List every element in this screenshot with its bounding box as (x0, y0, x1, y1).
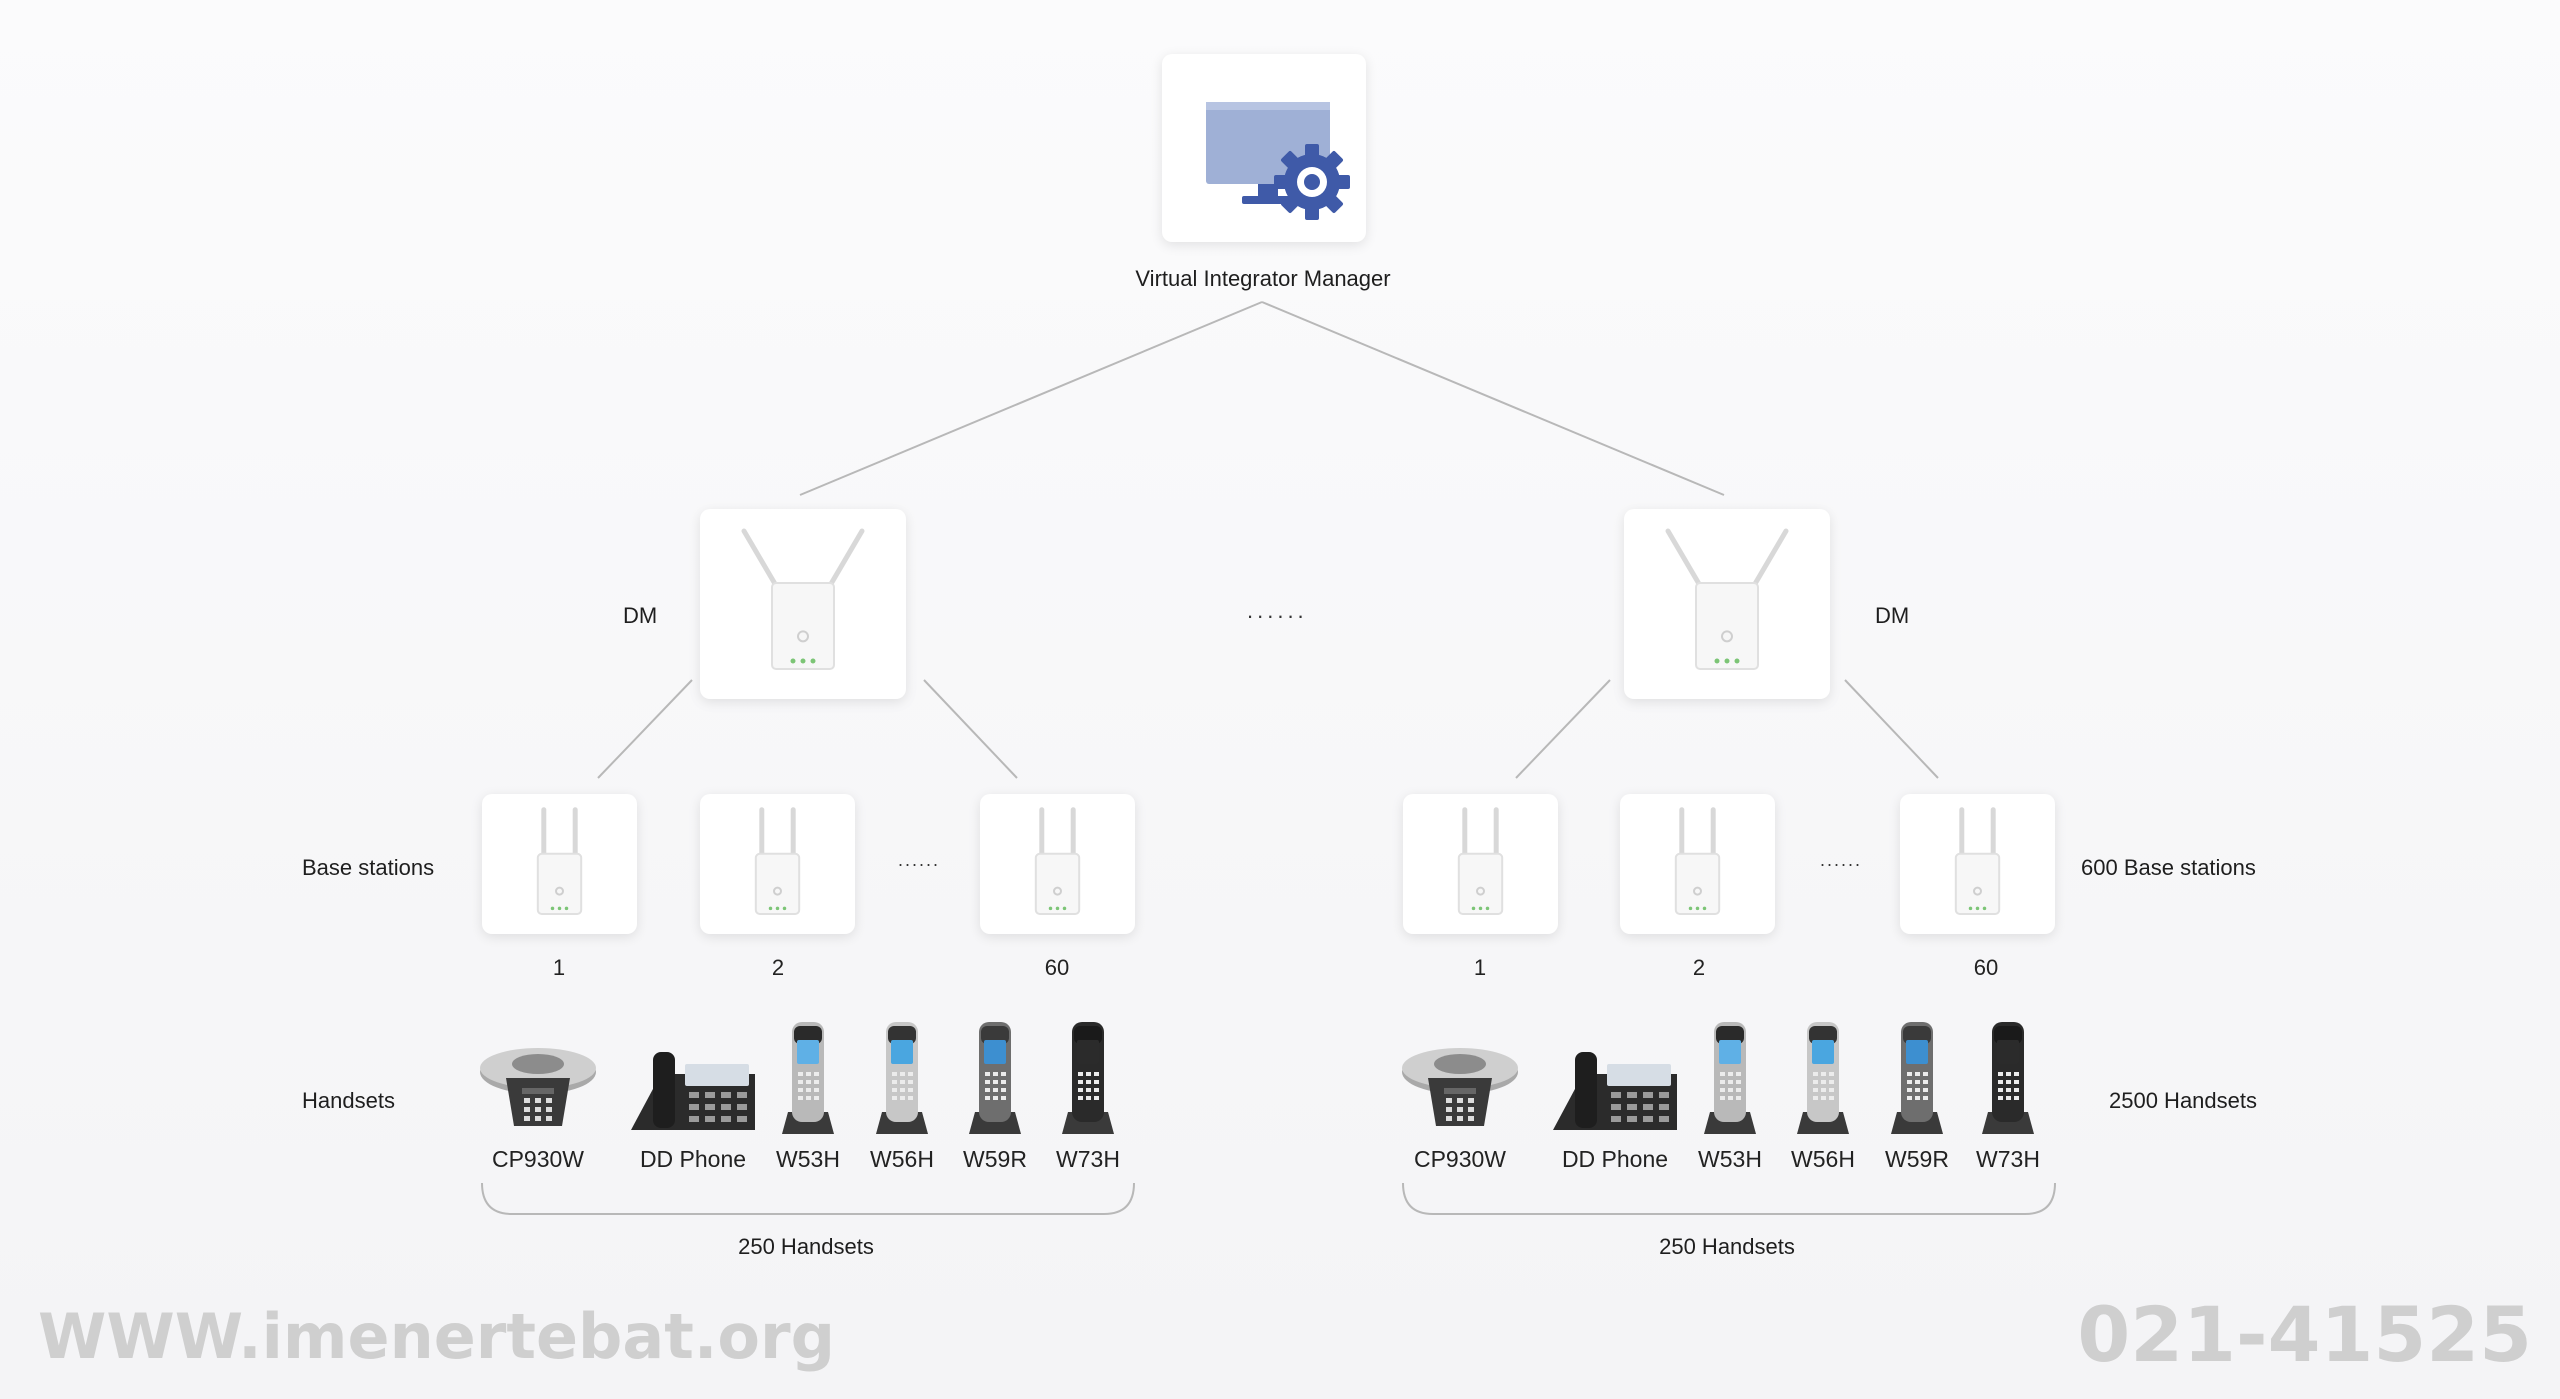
base-station-icon (741, 528, 865, 670)
line-dm-left-station-60 (923, 679, 1018, 779)
watermark-phone: 021-41525 (2077, 1290, 2532, 1379)
base-station-card-left-1[interactable] (482, 794, 637, 934)
handset-model-label: W59R (963, 1146, 1027, 1172)
dm-ellipsis: ...... (1247, 598, 1308, 623)
station-number: 1 (1473, 955, 1487, 980)
handset-model-label: W73H (1976, 1146, 2040, 1172)
handset-count-right: 250 Handsets (1659, 1234, 1795, 1259)
cordless-handset-icon (1062, 1022, 1114, 1134)
base-station-icon (1034, 807, 1081, 915)
line-dm-left-station-1 (597, 679, 693, 779)
cordless-handset-icon (1891, 1022, 1943, 1134)
station-ellipsis-right: ...... (1820, 850, 1863, 870)
line-dm-right-station-1 (1515, 679, 1611, 779)
handset-model-label: W56H (870, 1146, 934, 1172)
dm-card-right[interactable] (1624, 509, 1830, 699)
handset-model-label: W73H (1056, 1146, 1120, 1172)
station-number: 2 (771, 955, 785, 980)
handset-device[interactable] (476, 1034, 600, 1139)
station-number: 60 (1044, 955, 1070, 980)
handset-count-left: 250 Handsets (738, 1234, 874, 1259)
handset-device[interactable] (1700, 1018, 1760, 1139)
handset-model-label: DD Phone (639, 1146, 747, 1172)
base-station-card-right-60[interactable] (1900, 794, 2055, 934)
base-station-icon (1674, 807, 1721, 915)
base-stations-label-right: 600 Base stations (2081, 855, 2256, 880)
handset-device[interactable] (965, 1018, 1025, 1139)
handset-device[interactable] (1978, 1018, 2038, 1139)
handset-brace-right (1402, 1182, 2056, 1215)
handset-device[interactable] (778, 1018, 838, 1139)
handset-device[interactable] (1398, 1034, 1522, 1139)
station-number: 60 (1973, 955, 1999, 980)
handset-model-label: W56H (1791, 1146, 1855, 1172)
vim-card[interactable] (1162, 54, 1366, 242)
handset-brace-left (481, 1182, 1135, 1215)
cordless-handset-icon (1797, 1022, 1849, 1134)
handset-device[interactable] (872, 1018, 932, 1139)
conference-phone-icon (1402, 1048, 1518, 1126)
handset-model-label: W59R (1885, 1146, 1949, 1172)
watermark-website: WWW.imenertebat.org (38, 1300, 835, 1373)
handset-device[interactable] (1887, 1018, 1947, 1139)
cordless-handset-icon (1982, 1022, 2034, 1134)
desk-phone-icon (631, 1052, 755, 1130)
handset-model-label: CP930W (1413, 1146, 1507, 1172)
base-station-icon (754, 807, 801, 915)
monitor-gear-icon (1206, 102, 1350, 220)
cordless-handset-icon (1704, 1022, 1756, 1134)
vim-label: Virtual Integrator Manager (1135, 266, 1391, 291)
desk-phone-icon (1553, 1052, 1677, 1130)
station-number: 2 (1692, 955, 1706, 980)
cordless-handset-icon (876, 1022, 928, 1134)
dm-label-left: DM (623, 603, 658, 628)
handset-device[interactable] (623, 1034, 763, 1139)
line-dm-right-station-60 (1844, 679, 1939, 779)
handset-device[interactable] (1058, 1018, 1118, 1139)
base-station-card-left-2[interactable] (700, 794, 855, 934)
base-station-icon (1665, 528, 1789, 670)
base-station-card-right-1[interactable] (1403, 794, 1558, 934)
base-station-card-right-2[interactable] (1620, 794, 1775, 934)
line-root-dm-right (1261, 301, 1725, 496)
base-station-icon (1954, 807, 2001, 915)
handset-model-label: W53H (1698, 1146, 1762, 1172)
station-number: 1 (552, 955, 566, 980)
cordless-handset-icon (969, 1022, 1021, 1134)
base-stations-label-left: Base stations (302, 855, 435, 880)
base-station-icon (1457, 807, 1504, 915)
handset-model-label: DD Phone (1561, 1146, 1669, 1172)
station-ellipsis-left: ...... (898, 850, 941, 870)
line-root-dm-left (799, 301, 1263, 496)
handset-model-label: W53H (776, 1146, 840, 1172)
handsets-label-left: Handsets (302, 1088, 395, 1113)
cordless-handset-icon (782, 1022, 834, 1134)
dm-card-left[interactable] (700, 509, 906, 699)
conference-phone-icon (480, 1048, 596, 1126)
handsets-label-right: 2500 Handsets (2109, 1088, 2257, 1113)
base-station-icon (536, 807, 583, 915)
handset-device[interactable] (1793, 1018, 1853, 1139)
base-station-card-left-60[interactable] (980, 794, 1135, 934)
handset-model-label: CP930W (491, 1146, 585, 1172)
handset-device[interactable] (1545, 1034, 1685, 1139)
dm-label-right: DM (1875, 603, 1910, 628)
